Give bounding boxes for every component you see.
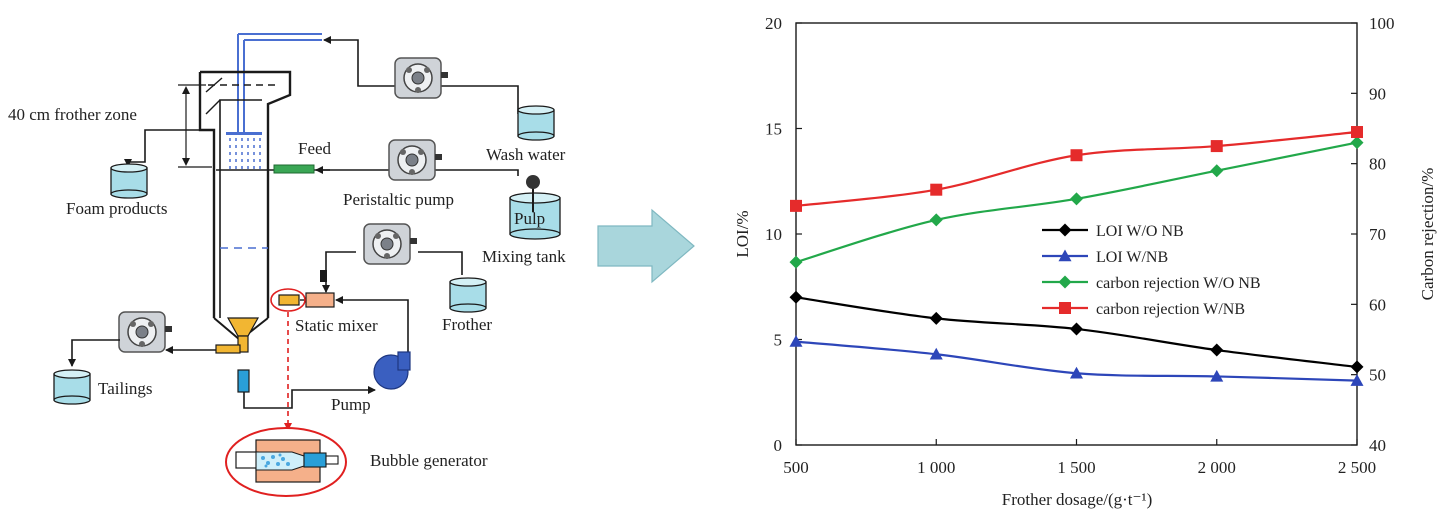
- legend-marker: [1058, 223, 1072, 237]
- y2-tick-label: 90: [1369, 84, 1386, 103]
- x-tick-label: 1 500: [1057, 458, 1095, 477]
- x-axis-label: Frother dosage/(g·t⁻¹): [1002, 490, 1153, 509]
- bubble-generator: [225, 427, 347, 497]
- data-point-series-2: [1070, 192, 1083, 206]
- legend-marker: [1058, 275, 1072, 289]
- y-tick-label: 10: [765, 225, 782, 244]
- series-layer: [789, 126, 1364, 386]
- pulp-mixing-tank: [509, 175, 561, 240]
- mixing-tank-label: Mixing tank: [482, 247, 566, 266]
- y2-tick-label: 100: [1369, 14, 1395, 33]
- y2-tick-label: 40: [1369, 436, 1386, 455]
- frother-zone-label: 40 cm frother zone: [8, 105, 137, 124]
- data-point-series-2: [1210, 164, 1224, 178]
- y-axis-label: LOI/%: [733, 210, 752, 257]
- data-point-series-0: [1210, 343, 1224, 357]
- bubble-injection-port: [278, 294, 300, 306]
- frother-zone-dimension: [178, 84, 212, 168]
- flotation-process-diagram: 40 cm frother zone Foam products Feed Wa…: [8, 33, 566, 497]
- data-point-series-0: [929, 311, 943, 325]
- data-point-series-3: [1070, 149, 1083, 162]
- foam-products-label: Foam products: [66, 199, 168, 218]
- frother-suction-line: [418, 251, 463, 275]
- highlight-circle-small: [270, 288, 306, 312]
- wash-water-label: Wash water: [486, 145, 566, 164]
- y2-axis-label: Carbon rejection/%: [1418, 168, 1437, 301]
- tailings-pump-icon: [118, 311, 173, 353]
- wash-water-tank: [517, 105, 555, 141]
- legend-label: LOI W/NB: [1096, 249, 1168, 266]
- transition-arrow-icon: [597, 208, 695, 284]
- feed-pipe: [273, 164, 315, 174]
- data-point-series-1: [929, 347, 943, 360]
- pump-label: Pump: [331, 395, 371, 414]
- foam-products-tank: [110, 163, 148, 199]
- peristaltic-pump-label: Peristaltic pump: [343, 190, 454, 209]
- pulp-label: Pulp: [514, 209, 545, 228]
- tailings-line-2: [68, 339, 120, 367]
- data-point-series-2: [929, 213, 943, 227]
- x-tick-label: 1 000: [917, 458, 955, 477]
- legend-label: carbon rejection W/NB: [1096, 301, 1245, 318]
- plot-area: [795, 22, 1358, 446]
- y2-tick-label: 70: [1369, 225, 1386, 244]
- data-point-series-1: [1350, 374, 1364, 386]
- data-point-series-3: [1210, 140, 1223, 153]
- x-tick-label: 2 000: [1198, 458, 1236, 477]
- legend: LOI W/O NB LOI W/NB carbon rejection W/O N…: [1042, 223, 1261, 318]
- data-point-series-2: [1350, 136, 1364, 150]
- wash-water-line: [323, 36, 519, 114]
- frother-label: Frother: [442, 315, 492, 334]
- x-tick-label: 500: [783, 458, 809, 477]
- flotation-column: [198, 70, 292, 342]
- tailings-discharge: [215, 317, 260, 393]
- y-tick-label: 5: [774, 331, 783, 350]
- data-point-series-0: [789, 290, 803, 304]
- bubble-generator-label: Bubble generator: [370, 451, 488, 470]
- pulp-feed-line: [315, 166, 519, 176]
- legend-label: carbon rejection W/O NB: [1096, 275, 1261, 292]
- static-mixer: [305, 292, 335, 308]
- circulation-pump-icon: [373, 351, 411, 390]
- feed-peristaltic-pump-icon: [388, 139, 443, 181]
- legend-label: LOI W/O NB: [1096, 223, 1184, 240]
- data-point-series-3: [790, 199, 802, 212]
- data-point-series-0: [1070, 322, 1083, 336]
- data-point-series-0: [1350, 360, 1364, 374]
- data-point-series-3: [1351, 126, 1363, 139]
- frother-dosing-line: [322, 251, 356, 293]
- data-point-series-3: [930, 183, 943, 196]
- data-point-series-1: [789, 335, 803, 347]
- data-point-series-1: [1210, 369, 1224, 382]
- foam-products-line: [124, 129, 200, 167]
- tailings-tank: [53, 369, 91, 405]
- y-tick-label: 20: [765, 14, 782, 33]
- feed-label: Feed: [298, 139, 332, 158]
- wash-water-spray: [226, 132, 262, 172]
- y-tick-label: 0: [774, 436, 783, 455]
- y2-tick-label: 80: [1369, 155, 1386, 174]
- wash-water-pipe: [237, 33, 322, 135]
- frother-tank: [449, 277, 487, 313]
- data-point-series-1: [1070, 366, 1083, 379]
- chart: 500 1 000 1 500 2 000 2 500 0 5 10 15 20 40 50 60 70 8…: [733, 14, 1437, 509]
- legend-marker: [1058, 249, 1072, 262]
- y2-tick-label: 50: [1369, 366, 1386, 385]
- y-tick-label: 15: [765, 120, 782, 139]
- y2-tick-label: 60: [1369, 295, 1386, 314]
- tailings-label: Tailings: [98, 379, 153, 398]
- recirculation-suction-line: [243, 386, 376, 409]
- frother-injector: [320, 270, 327, 282]
- static-mixer-label: Static mixer: [295, 316, 378, 335]
- x-tick-label: 2 500: [1338, 458, 1376, 477]
- legend-marker: [1059, 302, 1071, 314]
- wash-water-pump-icon: [394, 57, 449, 99]
- axis-ticks: 500 1 000 1 500 2 000 2 500 0 5 10 15 20 40 50 60 70 8…: [765, 14, 1395, 477]
- recirculation-return-line: [335, 296, 409, 356]
- data-point-series-2: [789, 255, 803, 269]
- frother-pump-icon: [363, 223, 418, 265]
